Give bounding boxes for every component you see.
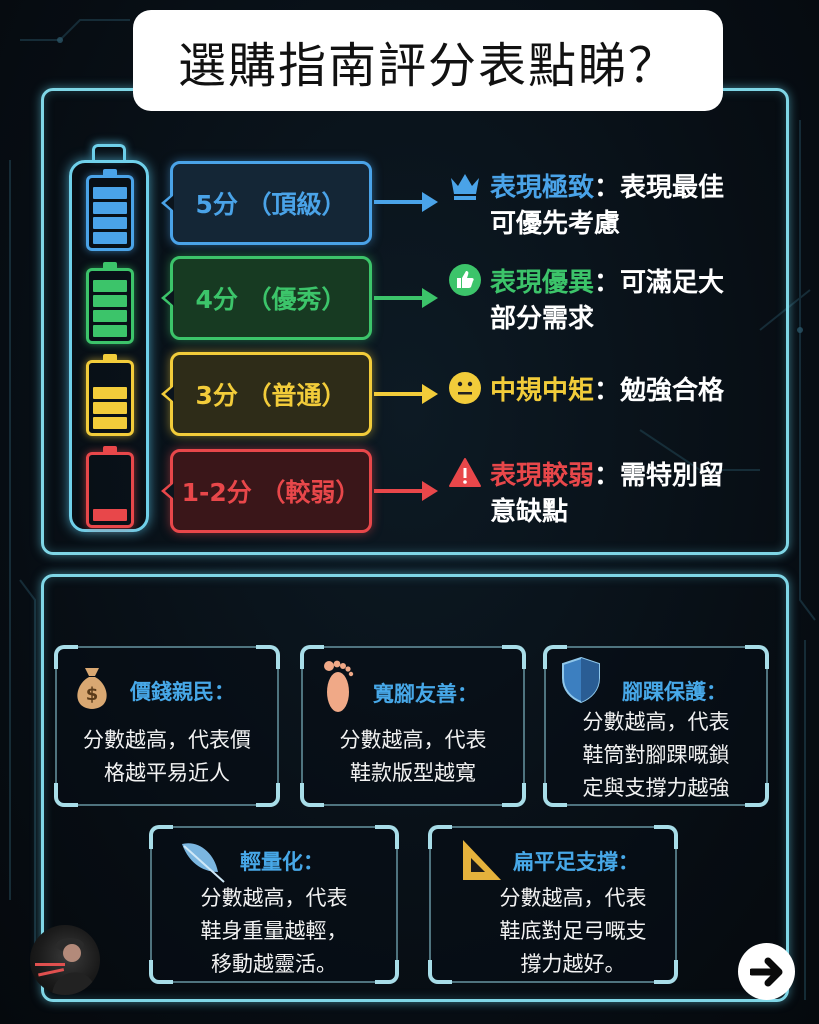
- score-box-1-2: 1-2分 （較弱）: [161, 449, 372, 533]
- rating-heading: 中規中矩: [490, 376, 595, 406]
- rating-desc-1-2: 表現較弱：需特別留 意缺點: [448, 456, 788, 530]
- rating-desc-line1: 需特別留: [620, 461, 725, 491]
- arrow-right-icon: [374, 384, 438, 404]
- battery-medium-icon: [86, 354, 134, 436]
- feature-body: 分數越高，代表 鞋底對足弓嘅支 撐力越好。: [499, 886, 647, 976]
- rating-desc-line1: 勉強合格: [620, 376, 725, 406]
- foot-icon: [324, 660, 354, 712]
- feature-title: 寬腳友善：: [373, 682, 478, 706]
- arrow-right-icon: [749, 957, 782, 986]
- feature-card-lightweight: 輕量化： 分數越高，代表 鞋身重量越輕， 移動越靈活。: [149, 825, 399, 984]
- score-label: 5分 （頂級）: [195, 190, 347, 219]
- battery-high-icon: [86, 262, 134, 344]
- set-square-icon: [463, 840, 501, 880]
- feature-body: 分數越高，代表 鞋款版型越寬: [339, 728, 487, 785]
- feature-title: 扁平足支撐：: [513, 850, 639, 874]
- thumbs-up-icon: [449, 264, 481, 296]
- next-button[interactable]: [738, 943, 795, 1000]
- feature-title: 腳踝保護：: [622, 680, 727, 704]
- rating-desc-3: 中規中矩：勉強合格: [448, 371, 788, 409]
- rating-desc-5: 表現極致：表現最佳 可優先考慮: [448, 168, 788, 242]
- rating-heading: 表現優異: [490, 268, 595, 298]
- battery-tube: [69, 160, 149, 532]
- feature-body: 分數越高，代表價 格越平易近人: [83, 728, 251, 785]
- battery-low-icon: [86, 446, 134, 528]
- feature-card-price: $ 價錢親民： 分數越高，代表價 格越平易近人: [54, 645, 280, 807]
- title-banner: 選購指南評分表點睇？: [133, 10, 723, 111]
- score-box-4: 4分 （優秀）: [161, 256, 372, 340]
- rating-heading: 表現較弱: [490, 461, 595, 491]
- neutral-face-icon: [449, 372, 481, 404]
- score-box-3: 3分 （普通）: [161, 352, 372, 436]
- arrow-right-icon: [374, 192, 438, 212]
- features-panel: [41, 574, 789, 1002]
- arrow-right-icon: [374, 481, 438, 501]
- feature-card-ankle-protection: 腳踝保護： 分數越高，代表 鞋筒對腳踝嘅鎖 定與支撐力越強: [543, 645, 769, 807]
- person-icon: [35, 938, 94, 995]
- rating-desc-4: 表現優異：可滿足大 部分需求: [448, 263, 788, 337]
- feature-card-flat-feet-support: 扁平足支撐： 分數越高，代表 鞋底對足弓嘅支 撐力越好。: [428, 825, 678, 984]
- battery-full-icon: [86, 169, 134, 251]
- money-bag-icon: $: [77, 668, 107, 709]
- feature-title: 輕量化：: [240, 850, 324, 874]
- rating-desc-line2: 部分需求: [490, 304, 595, 334]
- score-label: 3分 （普通）: [195, 381, 347, 410]
- rating-desc-line1: 可滿足大: [620, 268, 725, 298]
- feature-card-wide-feet: 寬腳友善： 分數越高，代表 鞋款版型越寬: [300, 645, 526, 807]
- rating-desc-line2: 意缺點: [490, 497, 569, 527]
- feature-body: 分數越高，代表 鞋身重量越輕， 移動越靈活。: [200, 886, 348, 976]
- feature-title: 價錢親民：: [130, 680, 235, 704]
- score-label: 4分 （優秀）: [195, 285, 347, 314]
- feather-icon: [182, 843, 225, 883]
- battery-tube-cap: [92, 144, 126, 161]
- svg-text:$: $: [86, 684, 99, 705]
- score-label: 1-2分 （較弱）: [181, 478, 361, 507]
- score-box-5: 5分 （頂級）: [161, 161, 372, 245]
- feature-body: 分數越高，代表 鞋筒對腳踝嘅鎖 定與支撐力越強: [582, 710, 730, 800]
- shield-icon: [562, 656, 600, 704]
- warning-icon: [449, 458, 481, 487]
- arrow-right-icon: [374, 288, 438, 308]
- page-title: 選購指南評分表點睇？: [177, 37, 678, 94]
- crown-icon: [451, 174, 479, 200]
- avatar[interactable]: [30, 925, 100, 995]
- rating-desc-line1: 表現最佳: [620, 173, 725, 203]
- rating-desc-line2: 可優先考慮: [490, 209, 621, 239]
- rating-heading: 表現極致: [490, 173, 595, 203]
